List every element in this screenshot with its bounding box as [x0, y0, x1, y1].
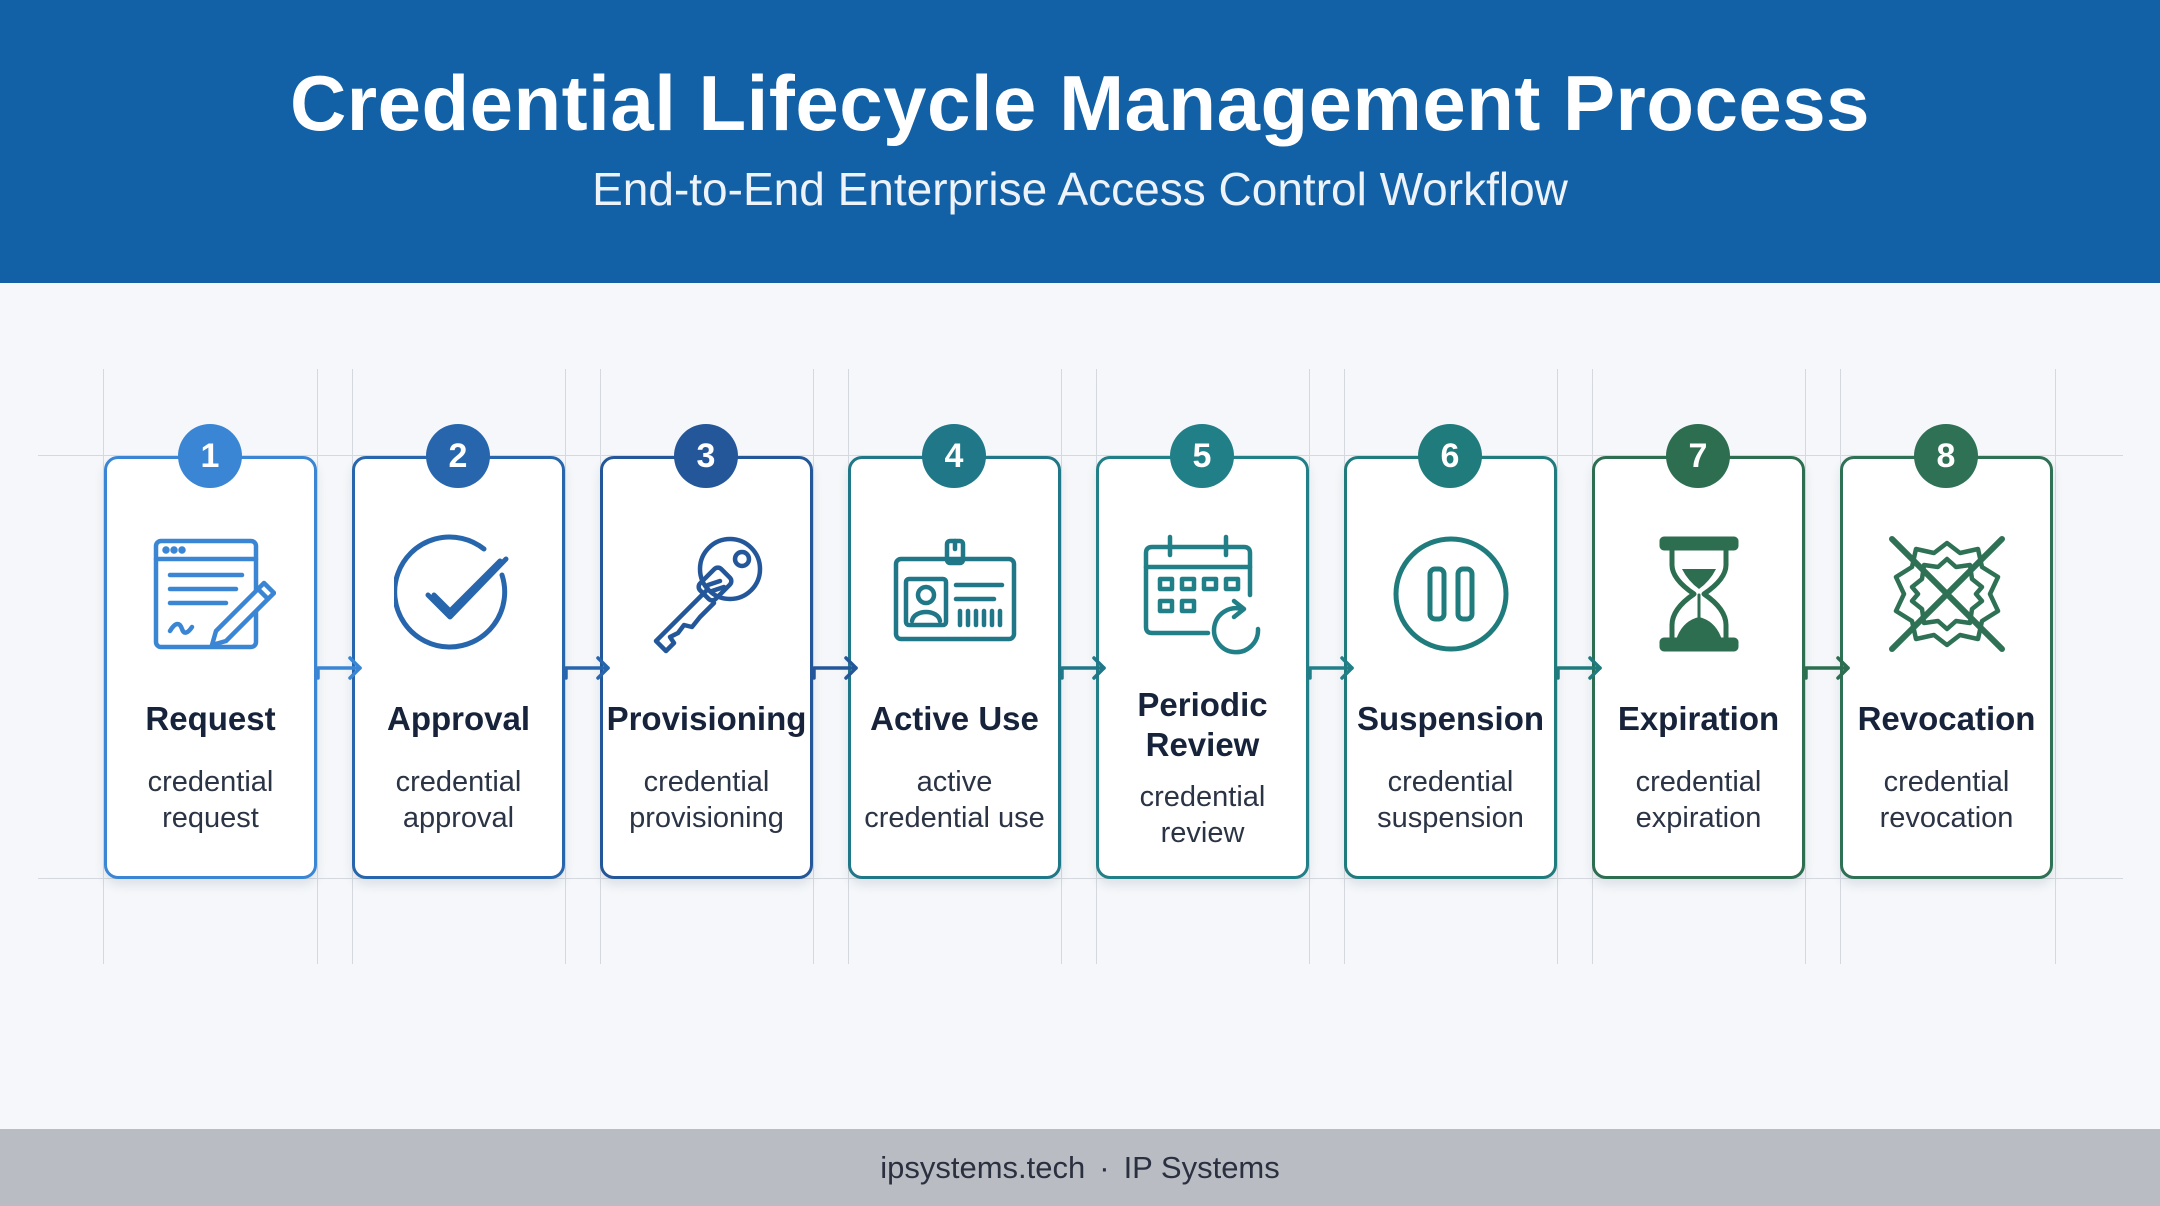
- step-title: Approval: [386, 700, 531, 737]
- grid-line: [2055, 369, 2056, 964]
- document-pen-icon: [146, 529, 276, 659]
- step-description: credential revocation: [1843, 764, 2050, 836]
- step-description-line: expiration: [1635, 802, 1762, 834]
- step-description: credential review: [1099, 779, 1306, 851]
- step-description-line: credential: [395, 766, 522, 798]
- calendar-refresh-icon: [1138, 529, 1268, 659]
- step-description-line: credential: [643, 766, 770, 798]
- step-number-badge: 2: [426, 424, 490, 488]
- step-card-approval: Approval credential approval: [352, 456, 565, 879]
- page-subtitle: End-to-End Enterprise Access Control Wor…: [592, 163, 1568, 215]
- step-description-line: review: [1160, 817, 1245, 849]
- step-description: credential provisioning: [603, 764, 810, 836]
- step-card-active-use: Active Use active credential use: [848, 456, 1061, 879]
- step-title: Periodic Review: [1099, 685, 1306, 765]
- step-card-revocation: Revocation credential revocation: [1840, 456, 2053, 879]
- footer-site: ipsystems.tech: [880, 1149, 1086, 1185]
- grid-line: [38, 455, 2123, 456]
- step-title: Active Use: [870, 700, 1039, 737]
- header-banner: Credential Lifecycle Management Process …: [0, 0, 2160, 283]
- step-number-badge: 3: [674, 424, 738, 488]
- step-description-line: credential: [1635, 766, 1762, 798]
- step-title: Suspension: [1356, 700, 1545, 737]
- step-description: active credential use: [851, 764, 1058, 836]
- step-number-badge: 6: [1418, 424, 1482, 488]
- step-description: credential suspension: [1347, 764, 1554, 836]
- grid-line: [103, 369, 104, 964]
- step-card-periodic-review: Periodic Review credential review: [1096, 456, 1309, 879]
- step-number-badge: 5: [1170, 424, 1234, 488]
- arrow-right-icon: [1308, 656, 1354, 680]
- step-number-badge: 7: [1666, 424, 1730, 488]
- step-title: Request: [145, 700, 276, 737]
- footer-company: IP Systems: [1123, 1149, 1280, 1185]
- id-badge-icon: [890, 529, 1020, 659]
- step-card-suspension: Suspension credential suspension: [1344, 456, 1557, 879]
- step-description-line: credential: [1387, 766, 1514, 798]
- key-icon: [642, 529, 772, 659]
- arrow-right-icon: [1060, 656, 1106, 680]
- step-title: Revocation: [1857, 700, 2036, 737]
- step-card-expiration: Expiration credential expiration: [1592, 456, 1805, 879]
- arrow-right-icon: [812, 656, 858, 680]
- step-card-provisioning: Provisioning credential provisioning: [600, 456, 813, 879]
- arrow-right-icon: [316, 656, 362, 680]
- step-description-line: provisioning: [629, 802, 784, 834]
- checkmark-circle-icon: [391, 529, 524, 659]
- step-description: credential request: [107, 764, 314, 836]
- step-description-line: credential: [1139, 781, 1266, 813]
- pause-circle-icon: [1386, 529, 1516, 659]
- footer: ipsystems.tech · IP Systems: [0, 1129, 2160, 1206]
- step-description-line: approval: [402, 802, 515, 834]
- step-description-line: revocation: [1879, 802, 2014, 834]
- revoked-seal-icon: [1882, 529, 2012, 659]
- step-description-line: request: [162, 802, 259, 834]
- step-title-line: Review: [1145, 726, 1260, 763]
- arrow-right-icon: [564, 656, 610, 680]
- step-title-line: Periodic: [1137, 686, 1268, 723]
- step-description: credential approval: [355, 764, 562, 836]
- footer-separator: ·: [1099, 1149, 1110, 1185]
- step-description: credential expiration: [1595, 764, 1802, 836]
- step-number-badge: 8: [1914, 424, 1978, 488]
- step-description-line: credential: [1883, 766, 2010, 798]
- page-title: Credential Lifecycle Management Process: [289, 59, 1871, 147]
- step-card-request: Request credential request: [104, 456, 317, 879]
- arrow-right-icon: [1556, 656, 1602, 680]
- step-description-line: suspension: [1377, 802, 1524, 834]
- grid-line: [38, 878, 2123, 879]
- step-title: Provisioning: [606, 700, 807, 737]
- step-title: Expiration: [1617, 700, 1780, 737]
- step-number-badge: 1: [178, 424, 242, 488]
- diagram-area: [0, 283, 2160, 1129]
- step-description-line: active: [916, 766, 993, 798]
- step-description-line: credential: [147, 766, 274, 798]
- hourglass-icon: [1634, 529, 1764, 659]
- arrow-right-icon: [1804, 656, 1850, 680]
- step-description-line: credential use: [864, 802, 1045, 834]
- step-number-badge: 4: [922, 424, 986, 488]
